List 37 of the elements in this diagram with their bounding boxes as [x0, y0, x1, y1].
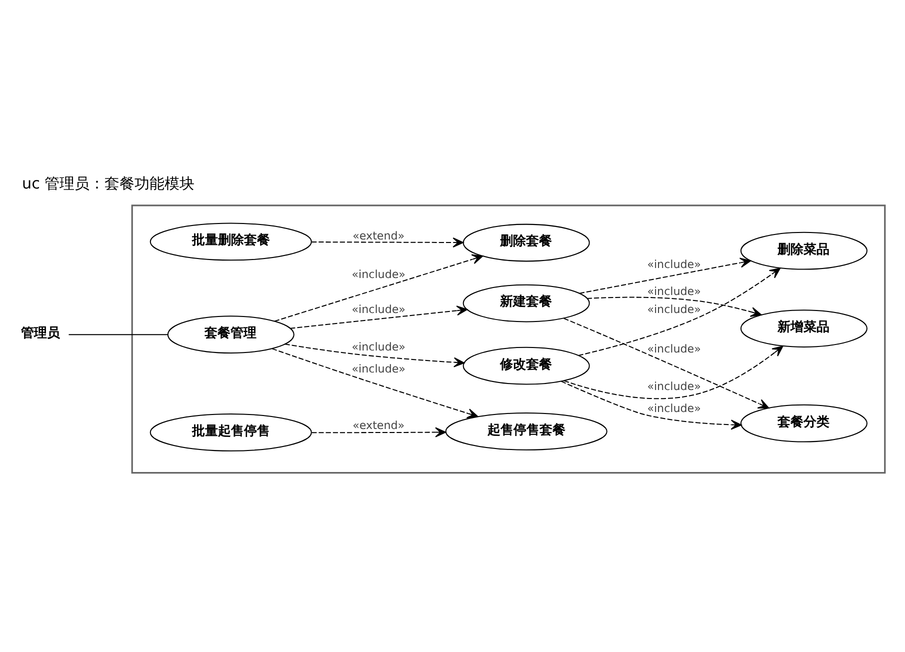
arrow	[284, 343, 464, 367]
edge-label: «include»	[646, 257, 700, 270]
arrow	[563, 345, 783, 399]
edge-label: «include»	[646, 342, 700, 356]
node-ellipse: 套餐管理	[166, 315, 294, 353]
node-ellipse: 批量删除套餐	[149, 222, 312, 260]
arrow	[311, 236, 464, 248]
arrow	[560, 380, 742, 430]
arrow	[274, 254, 483, 322]
edge-label: «include»	[351, 362, 405, 376]
node-ellipse: 套餐分类	[740, 404, 867, 442]
arrow	[563, 317, 769, 408]
node-ellipse: 新增菜品	[740, 309, 867, 347]
edge-label: «include»	[351, 340, 405, 354]
edge-label: «extend»	[352, 229, 404, 242]
arrow	[586, 296, 762, 316]
edge-label: «include»	[646, 402, 700, 415]
edge-label: «extend»	[352, 418, 404, 432]
arrow	[290, 305, 468, 328]
edge-label: «include»	[646, 284, 700, 298]
edge-label: «include»	[351, 267, 405, 280]
node-ellipse: 起售停售套餐	[444, 412, 607, 450]
edge-label: «include»	[646, 379, 700, 392]
arrow	[578, 267, 780, 356]
arrow	[271, 348, 478, 418]
node-ellipse: 批量起售停售	[149, 413, 312, 451]
node-text: 管理员	[20, 325, 60, 340]
edge-label: «include»	[351, 302, 405, 316]
diagram-title: uc 管理员：套餐功能模块	[22, 174, 194, 192]
arrow	[311, 426, 446, 437]
node-ellipse: 新建套餐	[462, 284, 590, 322]
node-ellipse: 删除套餐	[462, 223, 590, 262]
arrow	[578, 257, 751, 294]
edge-label: «include»	[646, 302, 700, 316]
connector	[68, 334, 168, 335]
node-ellipse: 修改套餐	[462, 346, 590, 384]
cluster	[130, 204, 886, 474]
